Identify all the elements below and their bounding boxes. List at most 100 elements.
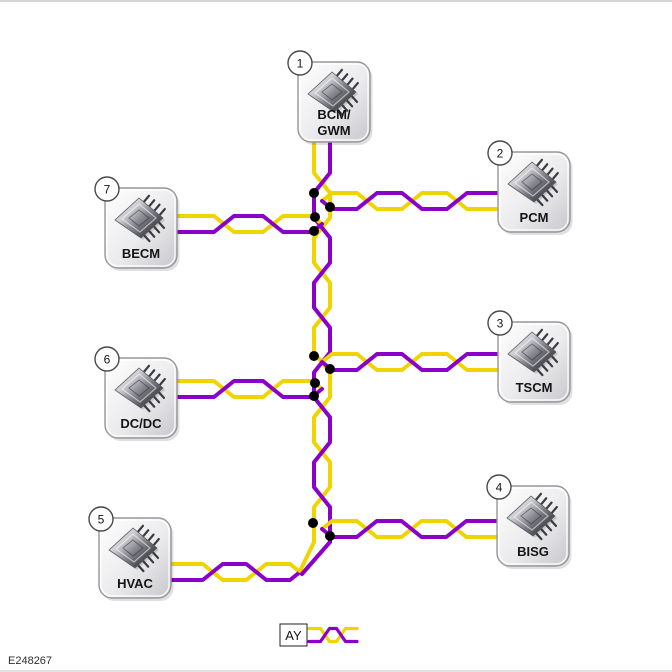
- chip-pin: [535, 198, 544, 207]
- junction-dot: [309, 351, 319, 361]
- callout-number-pcm: 2: [497, 147, 504, 161]
- callout-badge-bcm-gwm: [287, 50, 313, 76]
- chip-pin: [142, 234, 151, 243]
- link-hvac-riser-yellow: [298, 540, 316, 573]
- twisted-pair-branch-becm-purple: [173, 214, 324, 234]
- wires-layer: [167, 136, 504, 582]
- chip-pin: [539, 497, 548, 506]
- junction-dot: [309, 391, 319, 401]
- chip-pin: [147, 399, 156, 408]
- callout-number-dc-dc: 6: [104, 353, 111, 367]
- chip-die-outline: [513, 501, 549, 531]
- chip-pin: [340, 103, 349, 112]
- module-hvac: HVAC 5: [88, 506, 174, 601]
- callout-badge-dc-dc: [94, 346, 120, 372]
- junction-dot: [308, 518, 318, 528]
- callout-number-becm: 7: [104, 183, 111, 197]
- chip-pin: [551, 341, 559, 351]
- chip-pin: [141, 559, 150, 568]
- twisted-pair-branch-hvac-yellow: [167, 562, 302, 582]
- module-label-hvac: HVAC: [117, 576, 153, 591]
- chip-icon: [506, 492, 558, 541]
- chip-pin: [142, 404, 151, 413]
- chip-pin: [540, 193, 549, 202]
- junction-dot: [325, 364, 335, 374]
- junction-dot: [310, 378, 320, 388]
- callout-number-bcm-gwm: 1: [297, 57, 304, 71]
- chip-die-inner: [521, 343, 543, 361]
- chip-icon: [114, 364, 166, 413]
- callout-badge-becm: [94, 176, 120, 202]
- chip-pin: [540, 363, 549, 372]
- chip-pin: [335, 68, 344, 78]
- legend: AY: [279, 623, 359, 647]
- module-label-pcm: PCM: [520, 210, 549, 225]
- twisted-pair-icon: [307, 626, 359, 644]
- chip-die-inner: [321, 83, 343, 101]
- chip-die-outline: [121, 203, 157, 233]
- chip-pin: [549, 518, 558, 528]
- chip-pin: [544, 523, 553, 532]
- chip-icon: [507, 328, 559, 377]
- chip-die-inner: [521, 173, 543, 191]
- chip-pin: [142, 194, 151, 204]
- chip-pin: [158, 207, 166, 217]
- chip-icon: [307, 68, 359, 117]
- chip-pin: [335, 108, 344, 117]
- chip-die-outline: [121, 373, 157, 403]
- chip-pin: [534, 492, 543, 502]
- chip-pin: [142, 364, 151, 374]
- legend-box: [279, 623, 308, 647]
- legend-twist-yellow: [307, 626, 359, 644]
- junction-dot: [310, 212, 320, 222]
- chip-pin: [136, 564, 145, 573]
- module-label-bcm-gwm: GWM: [317, 123, 350, 138]
- chip-pin: [350, 94, 359, 104]
- module-box-highlight: [499, 323, 569, 401]
- chip-body: [114, 197, 164, 239]
- chip-pin: [141, 529, 150, 538]
- junction-dot: [325, 202, 335, 212]
- chip-pin: [539, 527, 548, 536]
- chip-die-inner: [128, 379, 150, 397]
- chip-pin: [147, 199, 156, 208]
- chip-pin: [550, 354, 559, 364]
- twisted-pair-branch-hvac-purple: [167, 562, 302, 582]
- figure-id: E248267: [8, 655, 52, 667]
- twisted-pair-branch-dcdc-yellow: [173, 379, 324, 399]
- link-hvac-riser-purple: [300, 540, 332, 576]
- chip-pin: [540, 333, 549, 342]
- junction-dot: [325, 531, 335, 541]
- chip-pin: [346, 77, 354, 86]
- callout-badge-hvac: [88, 506, 114, 532]
- chip-pin: [550, 505, 558, 515]
- chip-pin: [546, 167, 554, 176]
- chip-pin: [146, 555, 155, 564]
- chip-pin: [136, 524, 145, 534]
- chip-icon: [108, 524, 160, 573]
- junction-dot: [309, 188, 319, 198]
- chip-pin: [153, 203, 161, 212]
- chip-body: [114, 367, 164, 409]
- chip-body: [506, 495, 556, 537]
- callout-number-hvac: 5: [98, 513, 105, 527]
- module-label-dc-dc: DC/DC: [120, 416, 162, 431]
- chip-pin: [152, 537, 160, 547]
- chip-die-outline: [514, 337, 550, 367]
- callout-badge-bisg: [486, 474, 512, 500]
- chip-die-outline: [115, 533, 151, 563]
- chip-pin: [345, 99, 354, 108]
- callout-number-bisg: 4: [496, 481, 503, 495]
- chip-pin: [535, 158, 544, 168]
- module-box-highlight: [299, 63, 369, 141]
- twisted-pair-branch-pcm-purple: [320, 191, 504, 211]
- chip-pin: [535, 368, 544, 377]
- chip-pin: [545, 189, 554, 198]
- module-box-highlight: [106, 189, 176, 267]
